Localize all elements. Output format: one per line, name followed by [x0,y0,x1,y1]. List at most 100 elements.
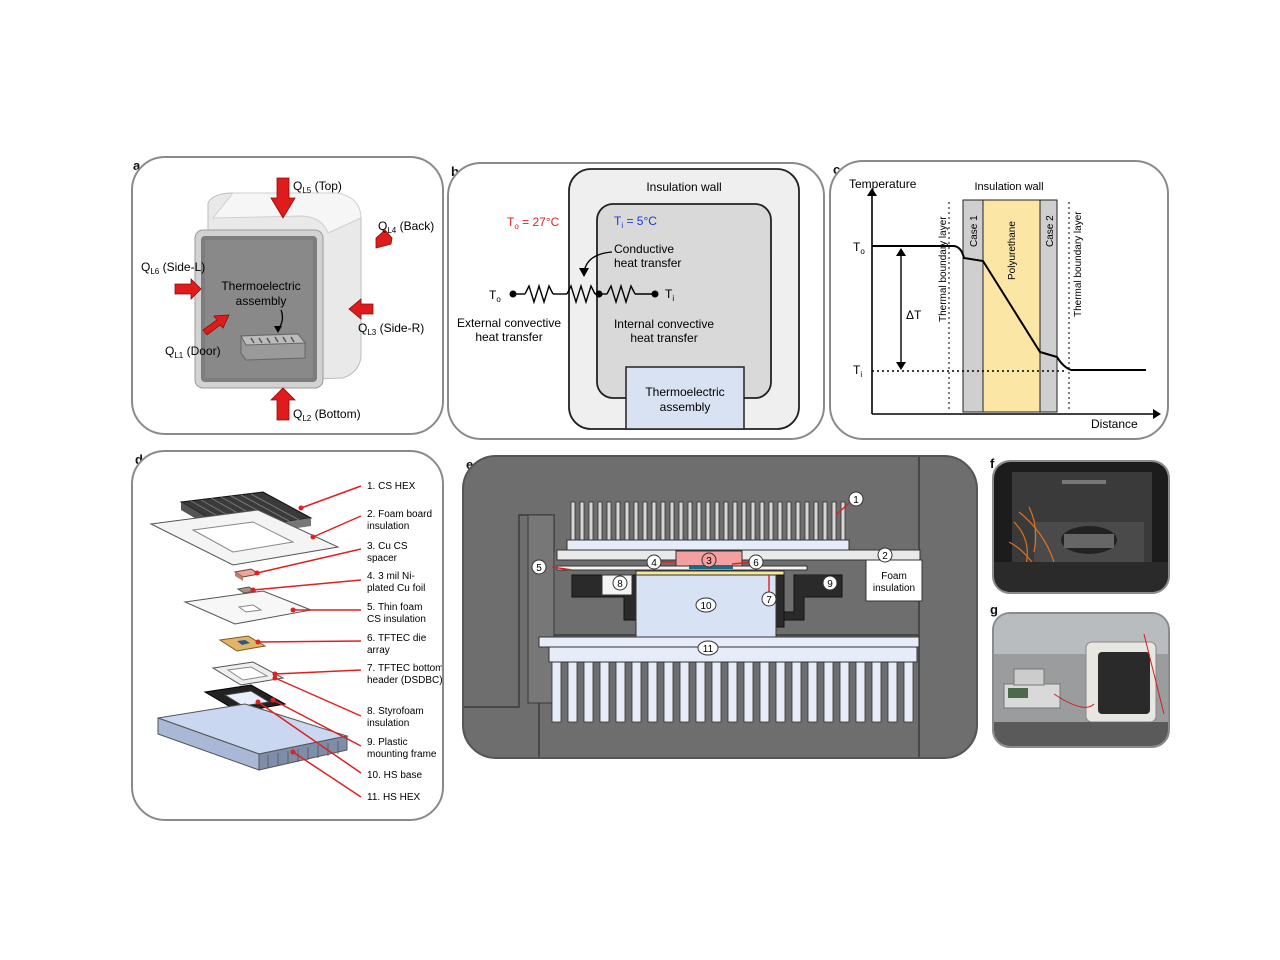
hs-hex-base [538,636,920,648]
panel-a-refrigerator-heat-loads: Thermoelectric assembly QL5 (Top) QL4 (B… [131,156,444,435]
callout-4: 4 [651,558,657,569]
node-wall-inner [595,290,603,298]
internal-convective-line1: Internal convective [614,317,714,331]
panel-label-e: e [466,457,474,472]
panel-e-cross-section: 1 2 3 4 5 6 7 8 9 10 11 Foam insulation [462,455,978,759]
case-2-label: Case 2 [1045,215,1056,247]
case-1-label: Case 1 [969,215,980,247]
panel-c-figure: Temperature Distance Insulation wall To … [849,177,1161,431]
heat-arrow-side-right [348,298,374,320]
part-label-7b: header (DSDBC) [367,675,442,686]
callout-5: 5 [536,563,542,574]
heat-arrow-top [270,177,296,219]
panel-label-c: c [833,162,841,177]
callout-9: 9 [827,579,833,590]
part-label-2a: 2. Foam board [367,509,432,520]
callout-3: 3 [706,556,712,567]
part-label-11: 11. HS HEX [367,792,420,803]
outside-temperature: To = 27°C [507,215,560,231]
panel-d-figure: 1. CS HEX 2. Foam board insulation 3. Cu… [149,481,442,803]
part-label-5a: 5. Thin foam [367,602,422,613]
part-label-8a: 8. Styrofoam [367,706,424,717]
part-label-9a: 9. Plastic [367,737,408,748]
panel-label-g: g [990,602,998,617]
q-side-left-label: QL6 (Side-L) [141,260,205,276]
te-assembly-line2: assembly [660,400,711,414]
inside-temperature: Ti = 5°C [614,214,657,230]
part-label-6b: array [367,645,390,656]
node-outside [509,290,517,298]
left-wall [527,514,555,704]
panel-d-exploded-assembly: 1. CS HEX 2. Foam board insulation 3. Cu… [131,450,444,821]
panel-label-a: a [133,158,141,173]
external-convective-line1: External convective [457,316,561,330]
part-labels: 1. CS HEX 2. Foam board insulation 3. Cu… [367,481,442,803]
assembly-label-line1: Thermoelectric [221,279,300,293]
callout-11: 11 [703,644,714,655]
q-door-label: QL1 (Door) [165,344,221,360]
callout-10: 10 [700,601,712,612]
boundary-layer-right-label: Thermal boundary layer [1073,211,1084,317]
heat-arrow-back [375,229,393,249]
foam-insulation-line1: Foam [881,571,907,582]
q-back-label: QL4 (Back) [378,219,434,235]
x-axis-label: Distance [1091,417,1138,431]
panel-c-temperature-profile: Temperature Distance Insulation wall To … [829,160,1169,440]
callout-6: 6 [753,558,759,569]
foam-insulation-box [865,559,923,602]
callout-2: 2 [882,551,888,562]
delta-t-label: ΔT [906,308,922,322]
callout-7: 7 [766,595,772,606]
photo-g-illustration [994,614,1168,746]
q-side-right-label: QL3 (Side-R) [358,321,424,337]
case-2-layer [1039,199,1058,413]
hs-hex-part [258,735,348,771]
q-top-label: QL5 (Top) [293,179,342,195]
panel-g-photo-lab-setup [992,612,1170,748]
part-label-8b: insulation [367,718,409,729]
insulation-wall-label: Insulation wall [974,181,1043,193]
conductive-label-line2: heat transfer [614,256,681,270]
part-label-5b: CS insulation [367,614,426,625]
bottom-header [635,570,785,576]
polyurethane-label: Polyurethane [1007,221,1018,280]
part-label-6a: 6. TFTEC die [367,633,427,644]
photo-f-illustration [994,462,1168,592]
hs-hex-fins [551,661,914,723]
part-label-4b: plated Cu foil [367,583,425,594]
part-label-7a: 7. TFTEC bottom [367,663,442,674]
external-convective-line2: heat transfer [475,330,542,344]
ti-label: Ti [853,363,862,379]
to-label: To [853,240,865,256]
part-label-10: 10. HS base [367,770,422,781]
panel-f-photo-interior [992,460,1170,594]
thin-foam [556,565,808,571]
callout-1: 1 [853,495,859,506]
leader-arrows [252,485,362,798]
part-label-3a: 3. Cu CS [367,541,408,552]
temperature-profile-line [872,245,1146,371]
part-label-4a: 4. 3 mil Ni- [367,571,415,582]
callout-8: 8 [617,579,623,590]
panel-label-b: b [451,164,459,179]
heat-arrow-door [202,314,230,336]
cs-hex-fins [570,501,846,541]
conductive-label-line1: Conductive [614,242,674,256]
panel-b-thermal-circuit: Insulation wall To = 27°C Ti = 5°C Condu… [447,162,825,440]
panel-a-figure: Thermoelectric assembly QL5 (Top) QL4 (B… [141,177,434,423]
node-to-label: To [489,288,501,304]
cabinet-top [211,192,362,234]
node-inside [651,290,659,298]
heat-arrow-bottom [270,387,296,421]
part-label-2b: insulation [367,521,409,532]
internal-convective-line2: heat transfer [630,331,697,345]
foam-insulation-line2: insulation [873,583,915,594]
boundary-layer-left-label: Thermal boundary layer [938,216,949,322]
node-ti-label: Ti [665,287,674,303]
styrofoam-right [797,575,827,595]
thermoelectric-assembly-box [625,366,745,430]
panel-label-f: f [990,456,995,471]
assembly-label-line2: assembly [236,294,287,308]
insulation-wall-label: Insulation wall [646,180,721,194]
heat-arrow-side-left [174,278,202,300]
